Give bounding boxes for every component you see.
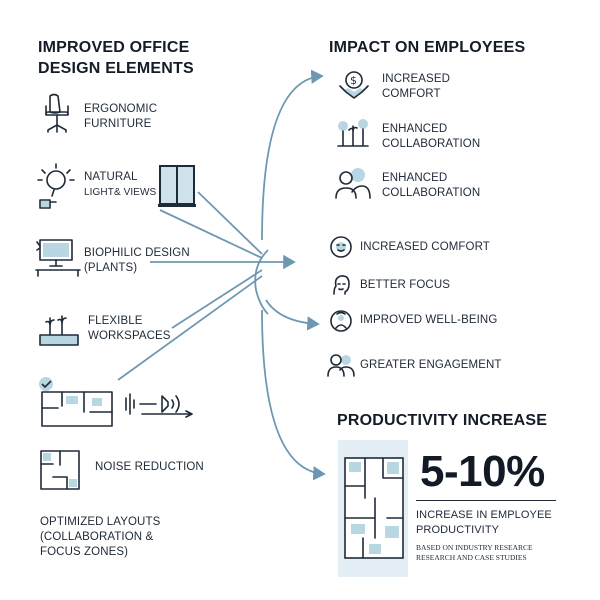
monitor-plant-icon bbox=[34, 236, 82, 278]
productivity-value: 5-10% bbox=[420, 447, 545, 496]
arrow-to-top bbox=[261, 69, 324, 241]
line-from-light bbox=[159, 209, 263, 259]
impact-item-5: BETTER FOCUS bbox=[360, 279, 451, 291]
svg-text:$: $ bbox=[350, 74, 357, 87]
pair-icon bbox=[326, 352, 356, 378]
head-icon bbox=[328, 272, 354, 298]
impact-item-7: GREATER ENGAGEMENT bbox=[360, 359, 502, 371]
arrow-to-productivity bbox=[261, 309, 326, 481]
floorplan-sound-icon bbox=[32, 374, 202, 432]
planter-icon bbox=[36, 310, 82, 350]
chair-icon bbox=[40, 92, 76, 136]
plants-icon bbox=[334, 116, 372, 150]
people-icon bbox=[334, 166, 372, 200]
productivity-text-area bbox=[408, 440, 564, 577]
left-title: IMPROVED OFFICE DESIGN ELEMENTS bbox=[38, 37, 194, 79]
divider bbox=[416, 500, 556, 501]
wellbeing-icon bbox=[328, 308, 354, 334]
right-title: IMPACT ON EMPLOYEES bbox=[329, 39, 526, 56]
productivity-source: BASED ON INDUSTRY RESEARCE RESEARCH AND … bbox=[416, 543, 533, 562]
line-from-floorplan bbox=[117, 275, 263, 381]
productivity-title: PRODUCTIVITY INCREASE bbox=[337, 412, 548, 429]
face-icon bbox=[328, 234, 354, 260]
impact-item-4: INCREASED COMFORT bbox=[360, 241, 490, 253]
arrow-to-wellbeing bbox=[265, 299, 320, 331]
noise-reduction-label: NOISE REDUCTION bbox=[95, 461, 204, 473]
line-from-window bbox=[197, 191, 263, 255]
floorplan-icon bbox=[38, 448, 82, 492]
biophilic-design-label: BIOPHILIC DESIGN(PLANTS) bbox=[84, 247, 190, 274]
left-title-line1: IMPROVED OFFICE bbox=[38, 39, 190, 56]
sun-lamp-icon bbox=[34, 160, 78, 212]
left-title-line2: DESIGN ELEMENTS bbox=[38, 60, 194, 77]
line-from-flexible bbox=[171, 269, 263, 329]
office-floorplan-icon bbox=[343, 456, 405, 560]
window-icon bbox=[158, 164, 196, 208]
impact-item-6: IMPROVED WELL-BEING bbox=[360, 314, 498, 326]
optimized-layouts-label: OPTIMIZED LAYOUTS (COLLABORATION & FOCUS… bbox=[40, 516, 161, 558]
bracket-curve bbox=[254, 249, 269, 315]
money-hands-icon: $ bbox=[336, 68, 372, 104]
